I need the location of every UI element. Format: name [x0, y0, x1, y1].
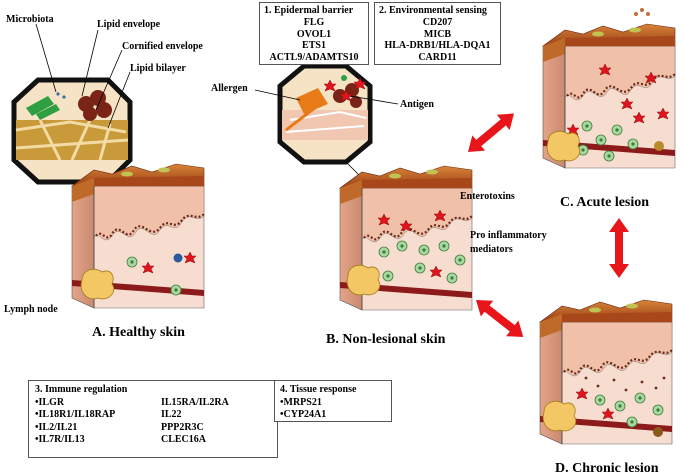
gene-item: •IL7R/IL13	[35, 434, 85, 445]
barrier-inset-healthy	[11, 77, 133, 185]
label-microbiota: Microbiota	[6, 14, 54, 25]
gene-item: FLG	[303, 16, 325, 28]
label-allergen: Allergen	[211, 83, 248, 94]
gene-item: CD207	[422, 16, 453, 28]
environmental-sensing-title: 2. Environmental sensing	[379, 5, 487, 16]
acute-flakes	[634, 8, 650, 16]
lymph-node-nonlesional	[346, 264, 381, 296]
label-pro-inflammatory: Pro inflammatory	[470, 230, 547, 241]
arrow-nonlesional-acute	[461, 105, 521, 160]
gene-item: ACTL9/ADAMTS10	[269, 52, 359, 64]
label-cornified-envelope: Cornified envelope	[122, 41, 203, 52]
label-antigen: Antigen	[400, 99, 434, 110]
gene-item: IL15RA/IL2RA	[161, 396, 229, 408]
label-lipid-envelope: Lipid envelope	[97, 19, 161, 30]
lymph-node-healthy	[80, 268, 115, 300]
panel-title-healthy: A. Healthy skin	[92, 325, 185, 340]
skin-block-chronic	[538, 298, 674, 446]
gene-item: CLEC16A	[161, 434, 207, 445]
label-lymph-node: Lymph node	[4, 304, 58, 315]
immune-regulation-title: 3. Immune regulation	[35, 384, 128, 395]
epidermal-barrier-box: 1. Epidermal barrier FLG OVOL1 ETS1 ACTL…	[259, 2, 369, 65]
label-mediators: mediators	[470, 244, 513, 255]
panel-title-chronic: D. Chronic lesion	[555, 461, 659, 475]
tissue-response-title: 4. Tissue response	[280, 384, 357, 395]
gene-item: •ILGR	[35, 396, 65, 408]
gene-item: MICB	[423, 28, 452, 40]
panel-title-nonlesional: B. Non-lesional skin	[326, 332, 446, 347]
label-lipid-bilayer: Lipid bilayer	[130, 63, 186, 74]
gene-item: OVOL1	[296, 28, 332, 40]
environmental-sensing-box: 2. Environmental sensing CD207 MICB HLA-…	[374, 2, 501, 65]
gene-item: PPP2R3C	[161, 421, 204, 433]
skin-block-healthy	[70, 162, 206, 310]
tissue-response-box: 4. Tissue response •MRPS21 •CYP24A1	[274, 380, 392, 422]
gene-item: •CYP24A1	[280, 409, 327, 420]
gene-item: •IL2/IL21	[35, 421, 78, 433]
skin-block-acute	[541, 22, 677, 170]
gene-item: ETS1	[302, 40, 326, 52]
barrier-inset-nonlesional	[277, 63, 373, 165]
label-enterotoxins: Enterotoxins	[460, 191, 515, 202]
immune-regulation-box: 3. Immune regulation •ILGR IL15RA/IL2RA …	[28, 380, 278, 458]
epidermal-barrier-title: 1. Epidermal barrier	[264, 5, 354, 16]
arrow-nonlesional-chronic	[469, 292, 530, 345]
gene-item: HLA-DRB1/HLA-DQA1	[384, 40, 491, 52]
gene-item: •MRPS21	[280, 396, 322, 408]
gene-item: IL22	[161, 409, 182, 420]
gene-item: •IL18R1/IL18RAP	[35, 409, 116, 420]
arrow-acute-chronic	[609, 218, 629, 278]
gene-item: CARD11	[418, 52, 457, 64]
lymph-node-acute	[546, 130, 581, 162]
panel-title-acute: C. Acute lesion	[560, 195, 649, 210]
lymph-node-chronic	[542, 400, 577, 432]
